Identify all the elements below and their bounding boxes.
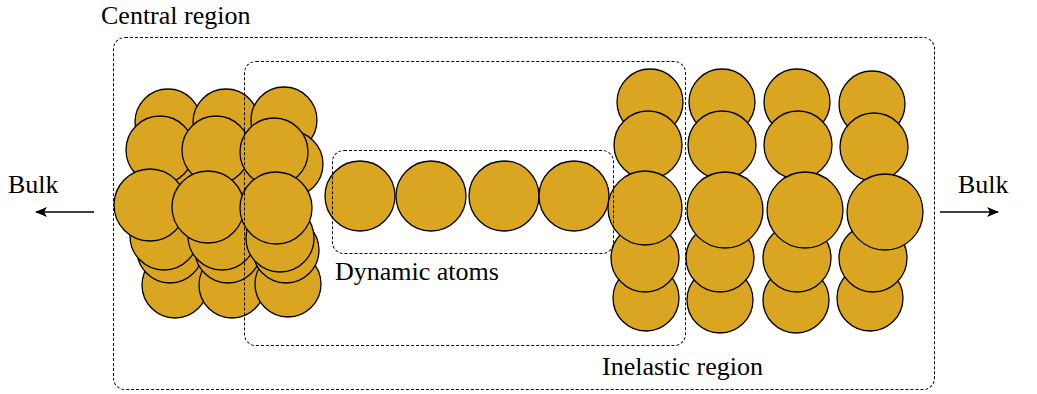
bulk-arrow [36,211,94,212]
atom [840,113,908,181]
atom [539,161,609,231]
bulk-arrow [940,211,998,212]
atom [688,111,756,179]
atom [608,171,682,245]
bulk-label: Bulk [958,170,1009,200]
atom [764,111,832,179]
atom [767,172,843,248]
atom [687,172,763,248]
atom [847,174,923,250]
atom [172,171,244,243]
region-label: Dynamic atoms [335,257,499,287]
atom [614,111,682,179]
region-label: Central region [101,1,250,31]
atom [396,161,466,231]
central-region: Central regionInelastic regionDynamic at… [113,37,935,390]
atom [325,161,395,231]
bulk-label: Bulk [8,170,59,200]
atom [469,161,539,231]
atom [240,172,312,244]
inelastic-region: Inelastic regionDynamic atoms [244,61,686,346]
region-label: Inelastic region [602,352,763,382]
dynamic-region: Dynamic atoms [332,150,614,254]
